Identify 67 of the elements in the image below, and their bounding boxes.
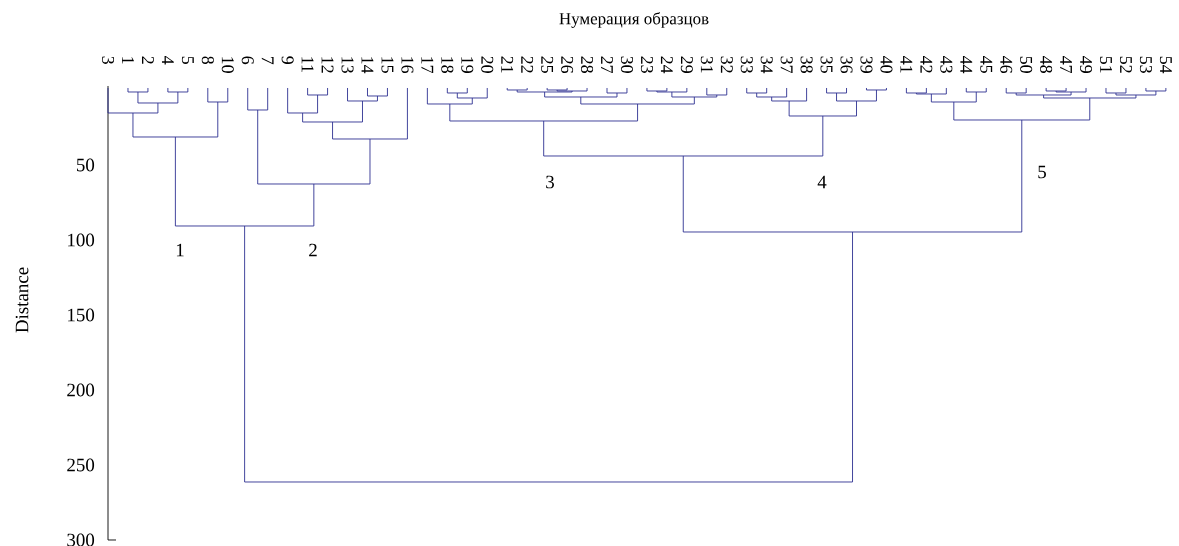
leaf-label: 53 <box>1139 56 1152 73</box>
leaf-label: 7 <box>261 56 274 65</box>
leaf-label: 40 <box>880 56 893 73</box>
leaf-label: 8 <box>201 56 214 64</box>
cluster-number: 4 <box>817 175 827 189</box>
leaf-label: 45 <box>980 56 993 73</box>
cluster-number: 3 <box>546 175 554 189</box>
leaf-label: 27 <box>601 56 613 74</box>
leaf-label: 25 <box>541 56 554 73</box>
leaf-label: 31 <box>700 56 713 73</box>
leaf-label: 3 <box>102 56 115 64</box>
leaf-label: 2 <box>142 56 154 64</box>
leaf-label: 29 <box>680 56 693 73</box>
leaf-label: 41 <box>900 56 913 73</box>
leaf-label: 1 <box>122 57 134 64</box>
leaf-label: 35 <box>820 56 833 73</box>
leaf-label: 15 <box>381 57 394 73</box>
cluster-number: 5 <box>1038 165 1046 179</box>
leaf-label: 54 <box>1159 56 1172 74</box>
leaf-label: 4 <box>162 56 174 65</box>
leaf-label: 9 <box>281 56 294 64</box>
leaf-label: 23 <box>640 56 653 73</box>
leaf-label: 47 <box>1060 56 1072 74</box>
leaf-label: 37 <box>780 56 793 74</box>
tick-label: 200 <box>67 383 95 397</box>
leaf-label: 30 <box>620 56 633 73</box>
leaf-label: 14 <box>361 57 374 74</box>
leaf-label: 12 <box>321 57 334 73</box>
leaf-label: 24 <box>660 56 673 74</box>
leaf-label: 38 <box>800 56 813 73</box>
tick-label: 300 <box>67 533 95 546</box>
tick-label: 150 <box>68 308 95 322</box>
leaf-label: 43 <box>940 56 953 73</box>
leaf-label: 36 <box>840 56 853 74</box>
leaf-label: 21 <box>501 56 514 73</box>
tick-label: 50 <box>77 158 95 172</box>
leaf-label: 17 <box>421 57 434 74</box>
cluster-number: 2 <box>309 243 317 257</box>
leaf-label: 10 <box>221 57 234 73</box>
chart-title: Нумерация образцов <box>559 12 709 28</box>
leaf-label: 22 <box>521 56 534 73</box>
leaf-label: 11 <box>301 57 314 72</box>
leaf-label: 33 <box>740 56 753 73</box>
leaf-label: 20 <box>481 56 494 73</box>
leaf-label: 49 <box>1080 56 1093 73</box>
leaf-label: 28 <box>581 56 594 73</box>
leaf-label: 44 <box>960 56 973 74</box>
leaf-label: 26 <box>561 56 574 74</box>
tick-label: 250 <box>67 458 95 472</box>
cluster-number: 1 <box>176 243 184 257</box>
leaf-label: 52 <box>1119 56 1132 73</box>
leaf-label: 51 <box>1100 56 1112 73</box>
leaf-label: 32 <box>720 56 733 73</box>
leaf-label: 39 <box>860 56 873 73</box>
leaf-label: 13 <box>341 57 354 73</box>
leaf-label: 18 <box>441 57 454 73</box>
axis-label: Distance <box>15 267 29 333</box>
leaf-label: 42 <box>920 56 933 73</box>
leaf-label: 16 <box>401 57 414 74</box>
leaf-label: 6 <box>241 56 254 65</box>
leaf-label: 19 <box>461 57 474 73</box>
leaf-label: 46 <box>1000 56 1013 74</box>
leaf-label: 48 <box>1040 56 1053 73</box>
leaf-label: 5 <box>181 56 194 64</box>
leaf-label: 34 <box>760 56 773 74</box>
leaf-label: 50 <box>1020 56 1033 73</box>
tick-label: 100 <box>68 233 95 247</box>
